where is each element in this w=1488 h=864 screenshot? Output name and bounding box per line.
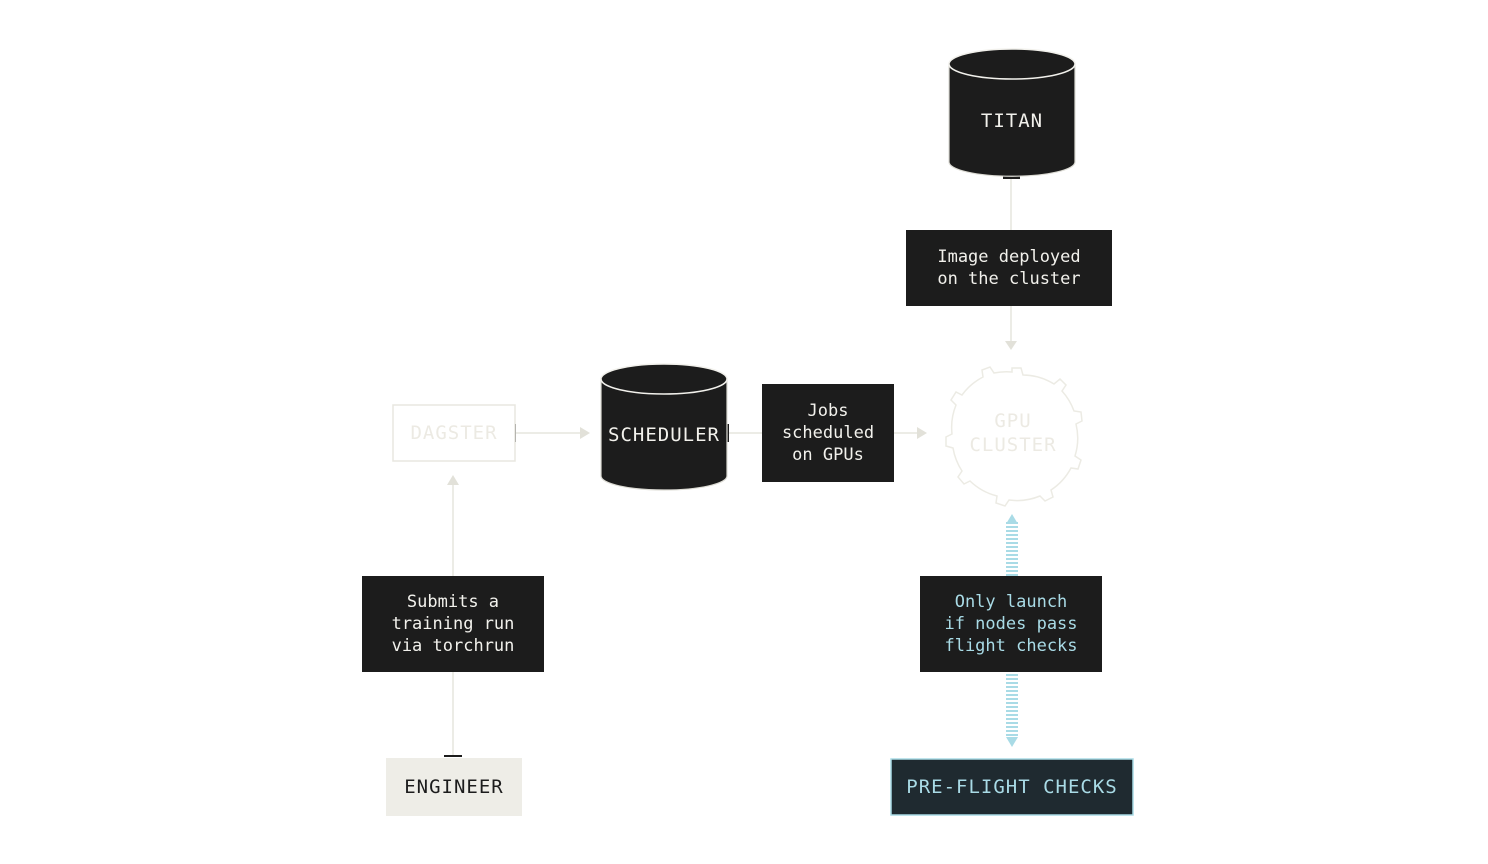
arrowhead-right-gpu (917, 427, 927, 439)
arrowhead-up-dagster (447, 475, 459, 485)
dagster-box (392, 404, 516, 462)
image-deployed-label: Image deployed on the cluster (906, 230, 1112, 306)
preflight-box (890, 758, 1134, 816)
titan-start-marker (1003, 175, 1020, 179)
submits-run-label: Submits a training run via torchrun (362, 576, 544, 672)
preflight-arrowhead-down (1006, 737, 1018, 747)
arrowhead-down-gpu (1005, 341, 1017, 350)
arrowhead-right-scheduler (580, 427, 590, 439)
only-launch-label: Only launch if nodes pass flight checks (920, 576, 1102, 672)
titan-label: TITAN (980, 110, 1044, 132)
dagster-label: DAGSTER (410, 422, 498, 444)
gpu-cluster-label: GPU CLUSTER (969, 410, 1057, 456)
scheduler-cylinder (600, 363, 728, 491)
scheduler-label: SCHEDULER (608, 424, 720, 446)
engineer-label: ENGINEER (404, 776, 504, 798)
gpu-cluster-gear (945, 366, 1083, 507)
preflight-arrowhead-up (1006, 514, 1018, 524)
jobs-scheduled-label: Jobs scheduled on GPUs (762, 384, 894, 482)
arrowheads (447, 341, 1017, 485)
engineer-box (386, 758, 522, 816)
preflight-label: PRE-FLIGHT CHECKS (906, 776, 1118, 798)
engineer-start-marker (444, 755, 462, 757)
titan-cylinder (948, 48, 1076, 177)
